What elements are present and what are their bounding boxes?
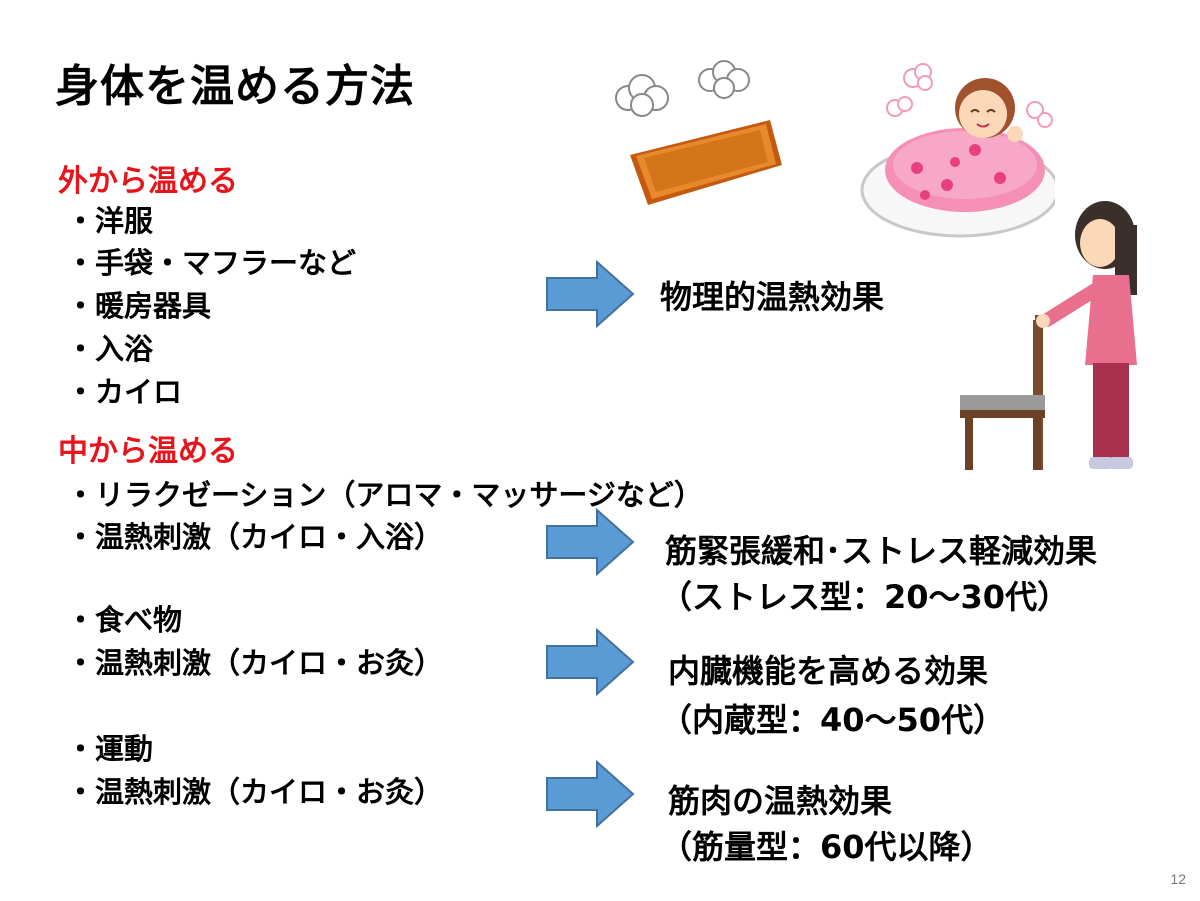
arrow-right-icon [545,760,635,828]
effect-label-visceral: 内臓機能を高める効果 [668,652,989,690]
type-label-stress: （ストレス型：20～30代） [660,578,1070,616]
woman-with-chair-illustration [955,195,1155,480]
list-item: ・リラクゼーション（アロマ・マッサージなど） [66,478,703,512]
list-item: ・洋服 [66,204,154,238]
effect-label-muscle: 筋肉の温熱効果 [668,782,893,820]
section-heading-inside: 中から温める [58,434,238,469]
effect-label-stress: 筋緊張緩和･ストレス軽減効果 [665,532,1098,570]
list-item: ・手袋・マフラーなど [66,246,357,280]
type-label-muscle: （筋量型：60代以降） [660,828,993,866]
list-item: ・運動 [66,732,154,766]
arrow-right-icon [545,260,635,328]
list-item: ・温熱刺激（カイロ・お灸） [66,775,444,809]
list-item: ・温熱刺激（カイロ・お灸） [66,646,444,680]
list-item: ・カイロ [66,375,183,409]
heating-pad-illustration [600,60,790,220]
bathing-woman-illustration [855,50,1055,245]
list-item: ・入浴 [66,332,154,366]
effect-label-physical: 物理的温熱効果 [660,278,885,316]
page-title: 身体を温める方法 [55,61,415,112]
arrow-right-icon [545,628,635,696]
page-number: 12 [1170,871,1186,887]
list-item: ・暖房器具 [66,289,212,323]
type-label-visceral: （内蔵型：40～50代） [660,701,1006,739]
section-heading-outside: 外から温める [58,164,238,199]
list-item: ・温熱刺激（カイロ・入浴） [66,520,444,554]
arrow-right-icon [545,508,635,576]
list-item: ・食べ物 [66,603,183,637]
